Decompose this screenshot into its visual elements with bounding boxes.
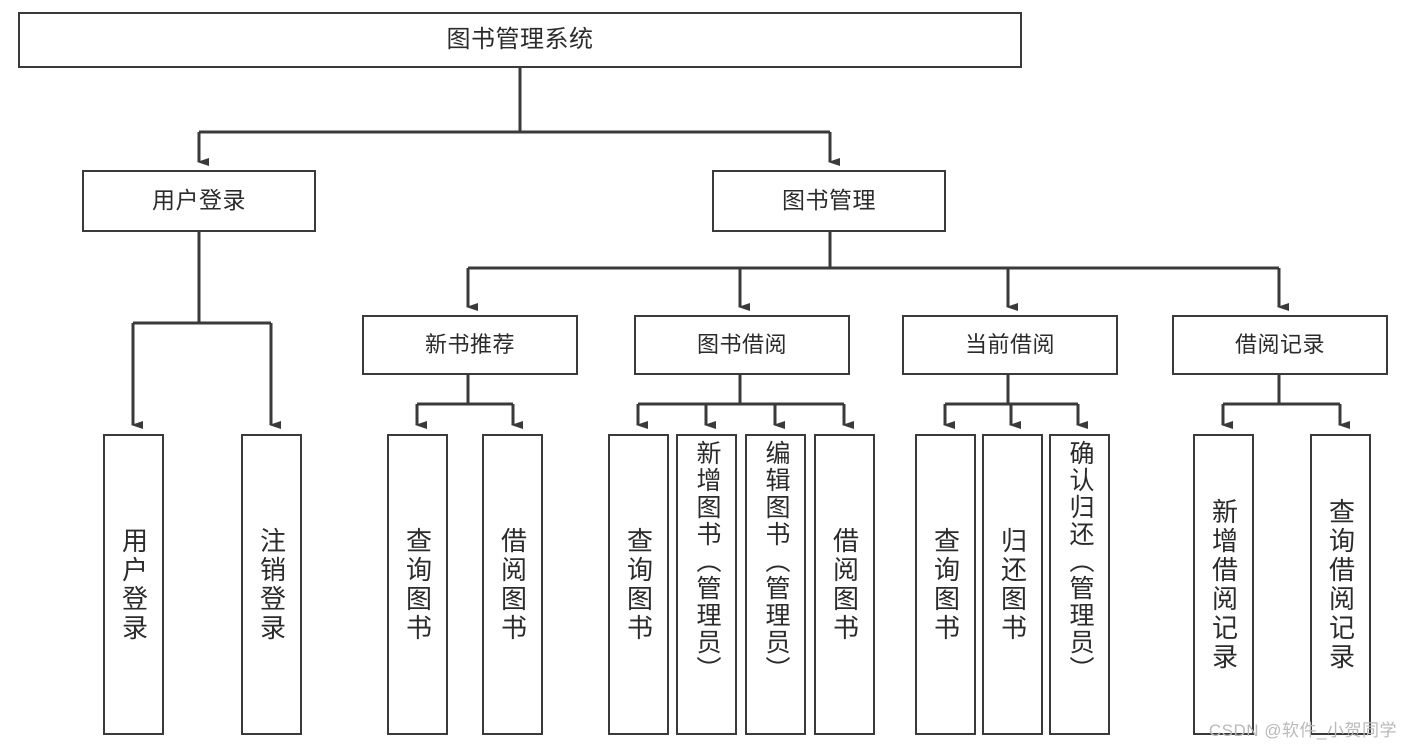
node-label: 图书管理系统 bbox=[446, 25, 594, 53]
node-label: 查询图书 bbox=[402, 526, 433, 643]
leaf-new-book-borrow[interactable]: 借阅图书 bbox=[482, 434, 543, 735]
node-borrowing-record[interactable]: 借阅记录 bbox=[1172, 315, 1388, 375]
node-label: 查询图书 bbox=[930, 526, 961, 643]
node-label: 借阅图书 bbox=[497, 526, 528, 643]
leaf-book-borrow-edit[interactable]: 编辑图书（管理员） bbox=[745, 434, 806, 735]
node-label: 借阅图书 bbox=[829, 526, 860, 643]
node-label: 查询图书 bbox=[623, 526, 654, 643]
watermark-text: CSDN @软件_小贺同学 bbox=[1208, 721, 1397, 740]
node-label: 查询借阅记录 bbox=[1325, 497, 1356, 672]
leaf-borrow-record-query[interactable]: 查询借阅记录 bbox=[1310, 434, 1371, 735]
node-label: 图书借阅 bbox=[696, 331, 787, 357]
leaf-book-borrow-borrow[interactable]: 借阅图书 bbox=[814, 434, 875, 735]
node-new-book-recommendation[interactable]: 新书推荐 bbox=[362, 315, 578, 375]
node-root-book-management-system[interactable]: 图书管理系统 bbox=[18, 12, 1022, 68]
node-label: 借阅记录 bbox=[1234, 331, 1325, 357]
leaf-user-login-signin[interactable]: 用户登录 bbox=[103, 434, 164, 735]
node-label: 新增图书（管理员） bbox=[693, 440, 721, 683]
node-label: 注销登录 bbox=[256, 526, 287, 643]
leaf-new-book-query[interactable]: 查询图书 bbox=[387, 434, 448, 735]
node-label: 确认归还（管理员） bbox=[1066, 440, 1094, 683]
leaf-book-borrow-add[interactable]: 新增图书（管理员） bbox=[676, 434, 737, 735]
leaf-current-borrow-return[interactable]: 归还图书 bbox=[982, 434, 1043, 735]
leaf-user-login-signout[interactable]: 注销登录 bbox=[241, 434, 302, 735]
leaf-current-borrow-confirm-return[interactable]: 确认归还（管理员） bbox=[1049, 434, 1110, 735]
node-book-borrowing[interactable]: 图书借阅 bbox=[634, 315, 850, 375]
node-label: 用户登录 bbox=[118, 526, 149, 643]
node-user-login[interactable]: 用户登录 bbox=[82, 170, 316, 232]
node-label: 编辑图书（管理员） bbox=[762, 440, 790, 683]
leaf-current-borrow-query[interactable]: 查询图书 bbox=[915, 434, 976, 735]
node-label: 图书管理 bbox=[782, 187, 876, 214]
node-label: 用户登录 bbox=[152, 187, 246, 214]
node-book-management[interactable]: 图书管理 bbox=[712, 170, 946, 232]
leaf-borrow-record-add[interactable]: 新增借阅记录 bbox=[1193, 434, 1254, 735]
node-current-borrowing[interactable]: 当前借阅 bbox=[902, 315, 1118, 375]
leaf-book-borrow-query[interactable]: 查询图书 bbox=[608, 434, 669, 735]
node-label: 归还图书 bbox=[997, 526, 1028, 643]
node-label: 当前借阅 bbox=[964, 331, 1055, 357]
node-label: 新书推荐 bbox=[424, 331, 515, 357]
node-label: 新增借阅记录 bbox=[1208, 497, 1239, 672]
